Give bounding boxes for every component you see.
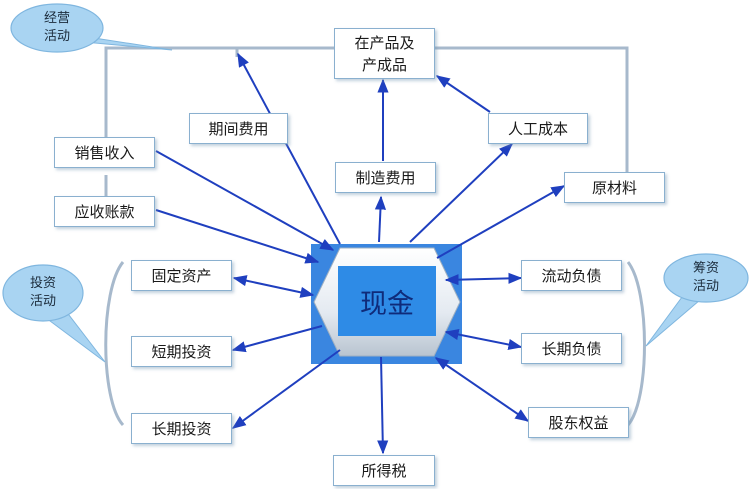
arrow-shareholder-equity-cash — [434, 357, 530, 422]
arrow-sales-to-cash — [155, 150, 335, 251]
financing-callout-bubble — [645, 253, 749, 347]
investing-callout-bubble — [2, 264, 106, 363]
node-receivables: 应收账款 — [54, 196, 155, 227]
cash-label: 现金 — [360, 288, 414, 320]
arrow-cash-to-manufacturing — [374, 195, 387, 243]
investing-activities-label: 投资 活动 — [29, 276, 56, 309]
arrow-cash-to-long-term-investment — [231, 349, 341, 429]
arrow-current-liabilities-cash — [444, 272, 523, 286]
financing-activities-label: 筹资 活动 — [692, 261, 719, 294]
node-inventory: 在产品及 产成品 — [334, 28, 435, 79]
node-current-liabilities: 流动负债 — [521, 260, 622, 291]
node-short-term-investment: 短期投资 — [131, 336, 232, 367]
arrow-fixed-assets-cash — [232, 275, 315, 298]
node-long-term-investment: 长期投资 — [131, 413, 232, 444]
node-long-term-liabilities: 长期负债 — [521, 333, 622, 364]
arrow-cash-to-raw-materials — [436, 185, 566, 259]
arrow-receivables-to-cash — [155, 209, 320, 264]
node-income-tax: 所得税 — [333, 455, 435, 486]
node-labor-cost: 人工成本 — [488, 113, 588, 144]
cash-core — [338, 266, 436, 336]
operating-activities-label: 经营 活动 — [43, 11, 70, 44]
operating-callout-bubble — [10, 3, 173, 53]
investing-bracket — [104, 261, 125, 427]
operating-cycle-lines — [104, 46, 629, 196]
node-fixed-assets: 固定资产 — [131, 260, 232, 291]
arrow-cash-to-period-expense — [237, 52, 341, 245]
arrow-cash-to-short-term-investment — [231, 325, 323, 353]
financing-bracket — [626, 261, 646, 426]
node-shareholder-equity: 股东权益 — [528, 407, 629, 438]
node-manufacturing-expense: 制造费用 — [335, 162, 436, 193]
node-period-expense: 期间费用 — [189, 113, 288, 144]
arrow-long-term-liabilities-cash — [444, 328, 523, 351]
arrow-cash-to-labor — [409, 143, 514, 243]
arrow-labor-to-inventory — [435, 75, 491, 113]
flow-arrows — [155, 52, 566, 455]
node-sales-revenue: 销售收入 — [54, 137, 155, 168]
node-raw-materials: 原材料 — [564, 172, 665, 203]
arrow-cash-to-income-tax — [377, 356, 389, 455]
